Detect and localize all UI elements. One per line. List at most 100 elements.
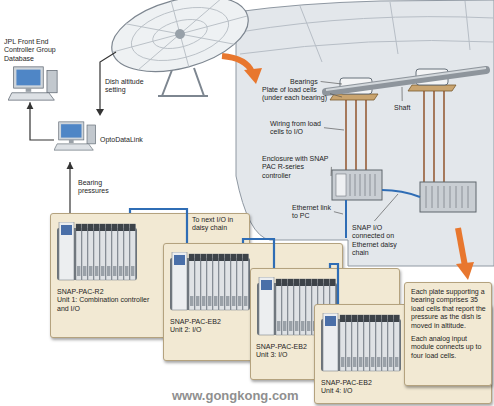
dish-feed [174, 28, 186, 40]
io-module [106, 224, 111, 280]
module-cap [124, 224, 129, 231]
computer: JPL Front End Controller Group Database [4, 38, 74, 102]
load-cell-wire [423, 91, 424, 182]
io-enclosure [420, 182, 476, 212]
module-cap [288, 279, 293, 286]
module-cap [225, 254, 230, 261]
module-cap [330, 279, 335, 286]
module-cap [388, 315, 393, 322]
controller-module [172, 252, 187, 310]
terminal-block [83, 266, 86, 276]
dish-rib [104, 0, 257, 85]
io-module [282, 279, 287, 335]
io-module [288, 279, 293, 335]
io-module [243, 254, 248, 310]
note-text: Each analog input module connects up to … [411, 335, 486, 360]
io-module [124, 224, 129, 280]
terminal-block [395, 357, 398, 367]
callout-label: To next I/O in daisy chain [192, 216, 238, 233]
dish-rib [465, 1, 470, 50]
load-cell-wire [433, 91, 434, 182]
io-module [82, 224, 87, 280]
controller-panel [61, 225, 72, 235]
shaft [326, 70, 486, 92]
io-module [213, 254, 218, 310]
terminal-block [295, 321, 298, 331]
unit-label: Unit 1: Combination controller and I/O [57, 296, 157, 313]
controller-panel [325, 316, 336, 326]
callout-label: Dish altitude setting [105, 78, 149, 95]
module-cap [318, 279, 323, 286]
label-box: Bearing pressures [78, 179, 124, 197]
unit-label: Unit 2: I/O [170, 326, 338, 334]
terminal-block [196, 296, 199, 306]
dish-rim [104, 0, 257, 85]
module-cap [231, 254, 236, 261]
computer-icon [8, 65, 60, 102]
module-cap [88, 224, 93, 231]
io-module [237, 254, 242, 310]
io-modules [350, 174, 375, 196]
label-box: Dish altitude setting [105, 78, 149, 96]
io-module [112, 224, 117, 280]
controller-panel [174, 255, 185, 265]
leader-line [402, 87, 403, 101]
terminal-block [301, 321, 304, 331]
terminal-block [283, 321, 286, 331]
callout-label: SNAP I/O connected on Ethernet daisy cha… [352, 224, 414, 258]
computer-icon [54, 120, 98, 152]
model-label: SNAP-PAC-EB2 [170, 318, 338, 326]
module-cap [340, 315, 345, 322]
io-rack [170, 252, 250, 314]
altitude-arrowhead [96, 109, 104, 116]
module-cap [312, 279, 317, 286]
leader-line [321, 82, 342, 85]
module-cap [118, 224, 123, 231]
io-module [294, 279, 299, 335]
io-module [76, 224, 81, 280]
callout-label: Shaft [394, 104, 410, 112]
terminal-block [383, 357, 386, 367]
label-box: Plate of load cells (under each bearing) [262, 86, 334, 104]
computer-label: JPL Front End Controller Group Database [4, 38, 74, 63]
io-module [394, 315, 399, 371]
callout-label: Wiring from load cells to I/O [270, 120, 334, 137]
load-cell-wire [355, 100, 356, 170]
io-module [300, 279, 305, 335]
label-box: Wiring from load cells to I/O [270, 120, 334, 138]
io-module [225, 254, 230, 310]
leader-line [374, 194, 398, 221]
note-panel: Each plate supporting a bearing comprise… [404, 282, 492, 386]
monitor-stand [69, 140, 74, 143]
module-cap [76, 224, 81, 231]
computer-keyboard [8, 93, 54, 100]
io-rack [321, 313, 401, 375]
edge-label: Bearing pressures [78, 179, 124, 196]
label-box: Bearings [290, 70, 330, 88]
model-label: SNAP-PAC-R2 [57, 288, 245, 296]
terminal-block [347, 357, 350, 367]
module-cap [394, 315, 399, 322]
dish-rib [300, 6, 322, 62]
note-text: Each plate supporting a bearing comprise… [411, 288, 486, 330]
terminal-block [341, 357, 344, 367]
leader-line [331, 167, 332, 176]
computer-monitor [59, 122, 84, 140]
io-module [364, 315, 369, 371]
controller-module [59, 222, 74, 280]
io-module [118, 224, 123, 280]
dish-rib [240, 17, 494, 32]
ethernet-cable [130, 209, 187, 243]
load-cell-wire [345, 100, 346, 170]
terminal-block [107, 266, 110, 276]
computer: OptoDataLink [54, 118, 166, 162]
module-cap [112, 224, 117, 231]
controller-module [259, 277, 274, 335]
io-module [231, 254, 236, 310]
terminal-block [77, 266, 80, 276]
terminal-block [89, 266, 92, 276]
module-cap [243, 254, 248, 261]
dish-rib [390, 2, 398, 54]
module-cap [364, 315, 369, 322]
label-box: Shaft [394, 96, 418, 114]
